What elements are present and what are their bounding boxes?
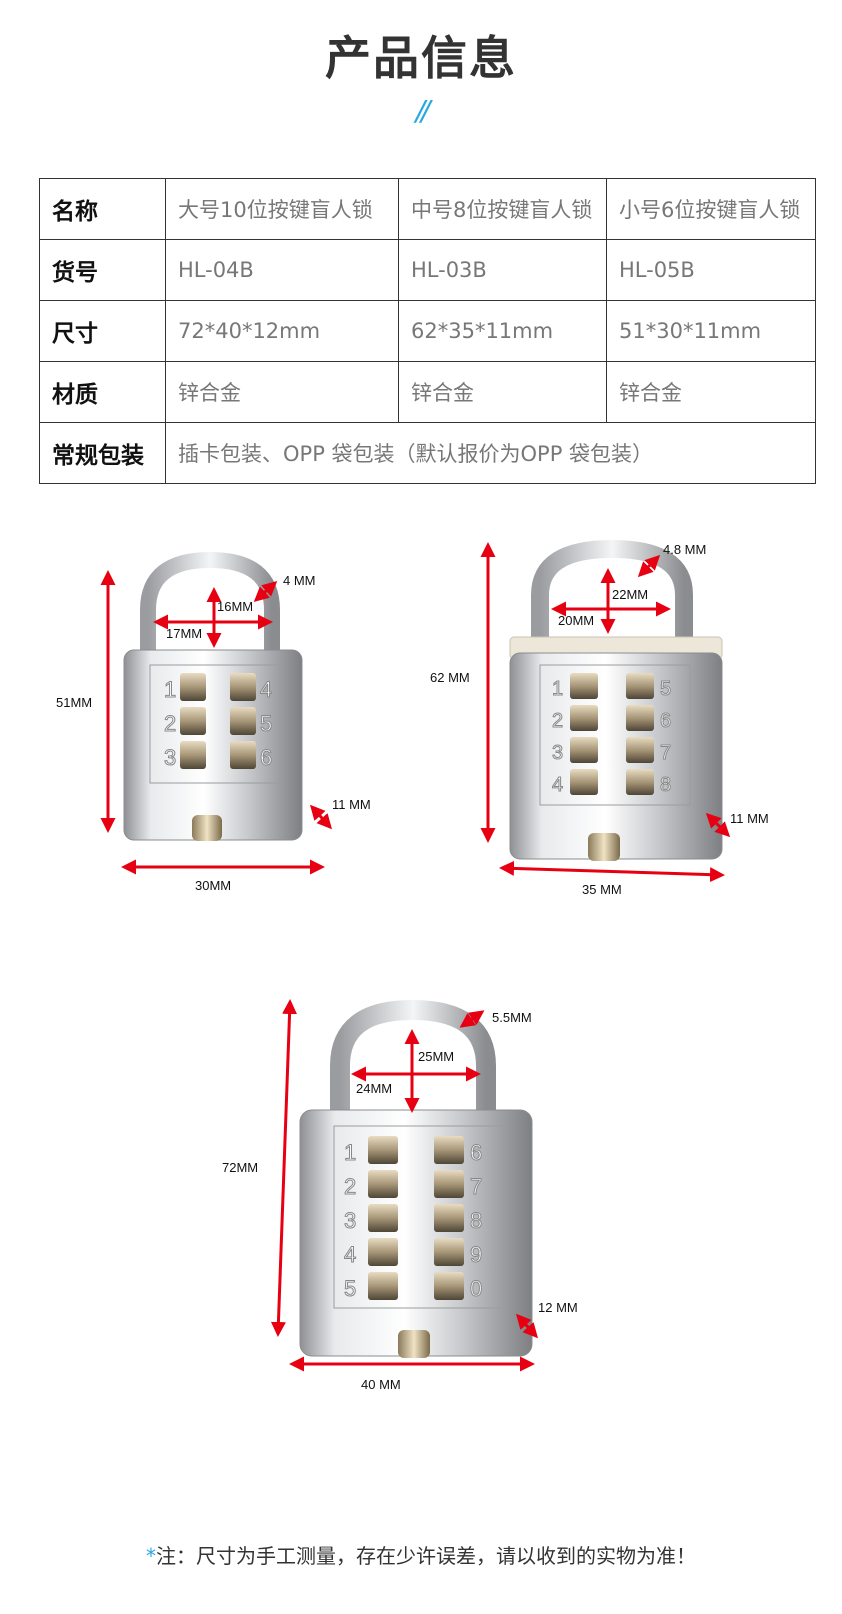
key-digit: 4	[344, 1242, 356, 1267]
table-cell: HL-03B	[398, 239, 607, 301]
note-star: *	[146, 1544, 156, 1568]
row-label: 尺寸	[39, 300, 166, 362]
key-digit: 3	[552, 742, 563, 764]
measurement-note: *注：尺寸为手工测量，存在少许误差，请以收到的实物为准！	[0, 1540, 842, 1569]
dim-depth: 12 MM	[538, 1300, 578, 1315]
keypad: 1 2 3 4 5 6 7 8 9 0	[344, 1136, 483, 1302]
row-label: 材质	[39, 361, 166, 423]
dim-shackle-thickness: 5.5MM	[492, 1010, 532, 1025]
key-digit: 6	[260, 745, 272, 770]
dim-height: 62 MM	[430, 670, 470, 685]
table-cell-merged: 插卡包装、OPP 袋包装（默认报价为OPP 袋包装）	[165, 422, 816, 484]
key-digit: 6	[660, 710, 671, 732]
key-digit: 8	[470, 1208, 482, 1233]
key-digit: 7	[660, 742, 671, 764]
key-digit: 7	[470, 1174, 482, 1199]
table-cell: 锌合金	[398, 361, 607, 423]
dim-inner-width: 24MM	[356, 1081, 393, 1096]
key-digit: 2	[552, 710, 563, 732]
table-cell: 中号8位按键盲人锁	[398, 178, 607, 240]
dim-inner-height: 25MM	[418, 1049, 455, 1064]
key-digit: 9	[470, 1242, 482, 1267]
lock-medium-illustration: 1 2 3 4 5 6 7 8	[480, 539, 731, 883]
table-cell: 锌合金	[165, 361, 399, 423]
table-cell: 62*35*11mm	[398, 300, 607, 362]
table-cell: 小号6位按键盲人锁	[606, 178, 816, 240]
dim-shackle-thickness: 4.8 MM	[663, 542, 707, 557]
dim-height: 51MM	[56, 695, 93, 710]
dim-inner-width: 17MM	[166, 626, 203, 641]
row-label: 名称	[39, 178, 166, 240]
key-digit: 2	[164, 711, 176, 736]
key-digit: 6	[470, 1140, 482, 1165]
key-digit: 1	[344, 1140, 356, 1165]
note-text: 注：尺寸为手工测量，存在少许误差，请以收到的实物为准！	[156, 1544, 696, 1568]
key-digit: 1	[552, 678, 563, 700]
dim-shackle-thickness: 4 MM	[283, 573, 316, 588]
page-title: 产品信息	[325, 31, 517, 85]
key-digit: 5	[660, 678, 671, 700]
key-digit: 4	[552, 774, 563, 796]
table-cell: HL-05B	[606, 239, 816, 301]
dim-width: 40 MM	[361, 1377, 401, 1392]
lock-medium-image: 1 2 3 4 5 6 7 8 62 MM 35 MM 11 MM 4.8 MM…	[430, 535, 800, 905]
release-knob	[192, 815, 222, 841]
key-digit: 5	[344, 1276, 356, 1301]
release-knob	[398, 1330, 430, 1358]
key-digit: 2	[344, 1174, 356, 1199]
lock-large-illustration: 1 2 3 4 5 6 7 8 9 0	[270, 999, 539, 1372]
row-label: 常规包装	[39, 422, 166, 484]
table-cell: HL-04B	[165, 239, 399, 301]
dim-inner-width: 20MM	[558, 613, 595, 628]
dim-width: 35 MM	[582, 882, 622, 897]
key-digit: 3	[164, 745, 176, 770]
table-cell: 大号10位按键盲人锁	[165, 178, 399, 240]
dim-depth: 11 MM	[730, 811, 769, 826]
dim-inner-height: 22MM	[612, 587, 649, 602]
key-digit: 5	[260, 711, 272, 736]
lock-small-illustration: 1 2 3 4 5 6	[100, 551, 333, 875]
keypad: 1 2 3 4 5 6	[164, 673, 273, 771]
key-digit: 1	[164, 677, 176, 702]
title-decoration: //	[415, 94, 431, 127]
release-knob	[588, 833, 620, 861]
dim-height: 72MM	[222, 1160, 259, 1175]
key-digit: 8	[660, 774, 671, 796]
table-cell: 51*30*11mm	[606, 300, 816, 362]
table-row-material: 材质 锌合金 锌合金 锌合金	[39, 361, 816, 423]
product-info-table: 名称 大号10位按键盲人锁 中号8位按键盲人锁 小号6位按键盲人锁 货号 HL-…	[39, 178, 816, 484]
lock-small-image: 1 2 3 4 5 6 51MM 30MM 11 MM 4 MM 16MM 17…	[56, 545, 380, 905]
key-digit: 0	[470, 1276, 482, 1301]
key-digit: 3	[344, 1208, 356, 1233]
table-row-code: 货号 HL-04B HL-03B HL-05B	[39, 239, 816, 301]
table-row-size: 尺寸 72*40*12mm 62*35*11mm 51*30*11mm	[39, 300, 816, 362]
keypad: 1 2 3 4 5 6 7 8	[552, 673, 672, 797]
row-label: 货号	[39, 239, 166, 301]
key-digit: 4	[260, 677, 272, 702]
table-cell: 锌合金	[606, 361, 816, 423]
table-row-packaging: 常规包装 插卡包装、OPP 袋包装（默认报价为OPP 袋包装）	[39, 422, 816, 484]
lock-large-image: 1 2 3 4 5 6 7 8 9 0 72MM 40 MM 12 MM 5.5…	[222, 998, 600, 1398]
table-cell: 72*40*12mm	[165, 300, 399, 362]
dim-inner-height: 16MM	[217, 599, 254, 614]
table-row-name: 名称 大号10位按键盲人锁 中号8位按键盲人锁 小号6位按键盲人锁	[39, 178, 816, 240]
dim-depth: 11 MM	[332, 797, 371, 812]
dim-width: 30MM	[195, 878, 232, 893]
